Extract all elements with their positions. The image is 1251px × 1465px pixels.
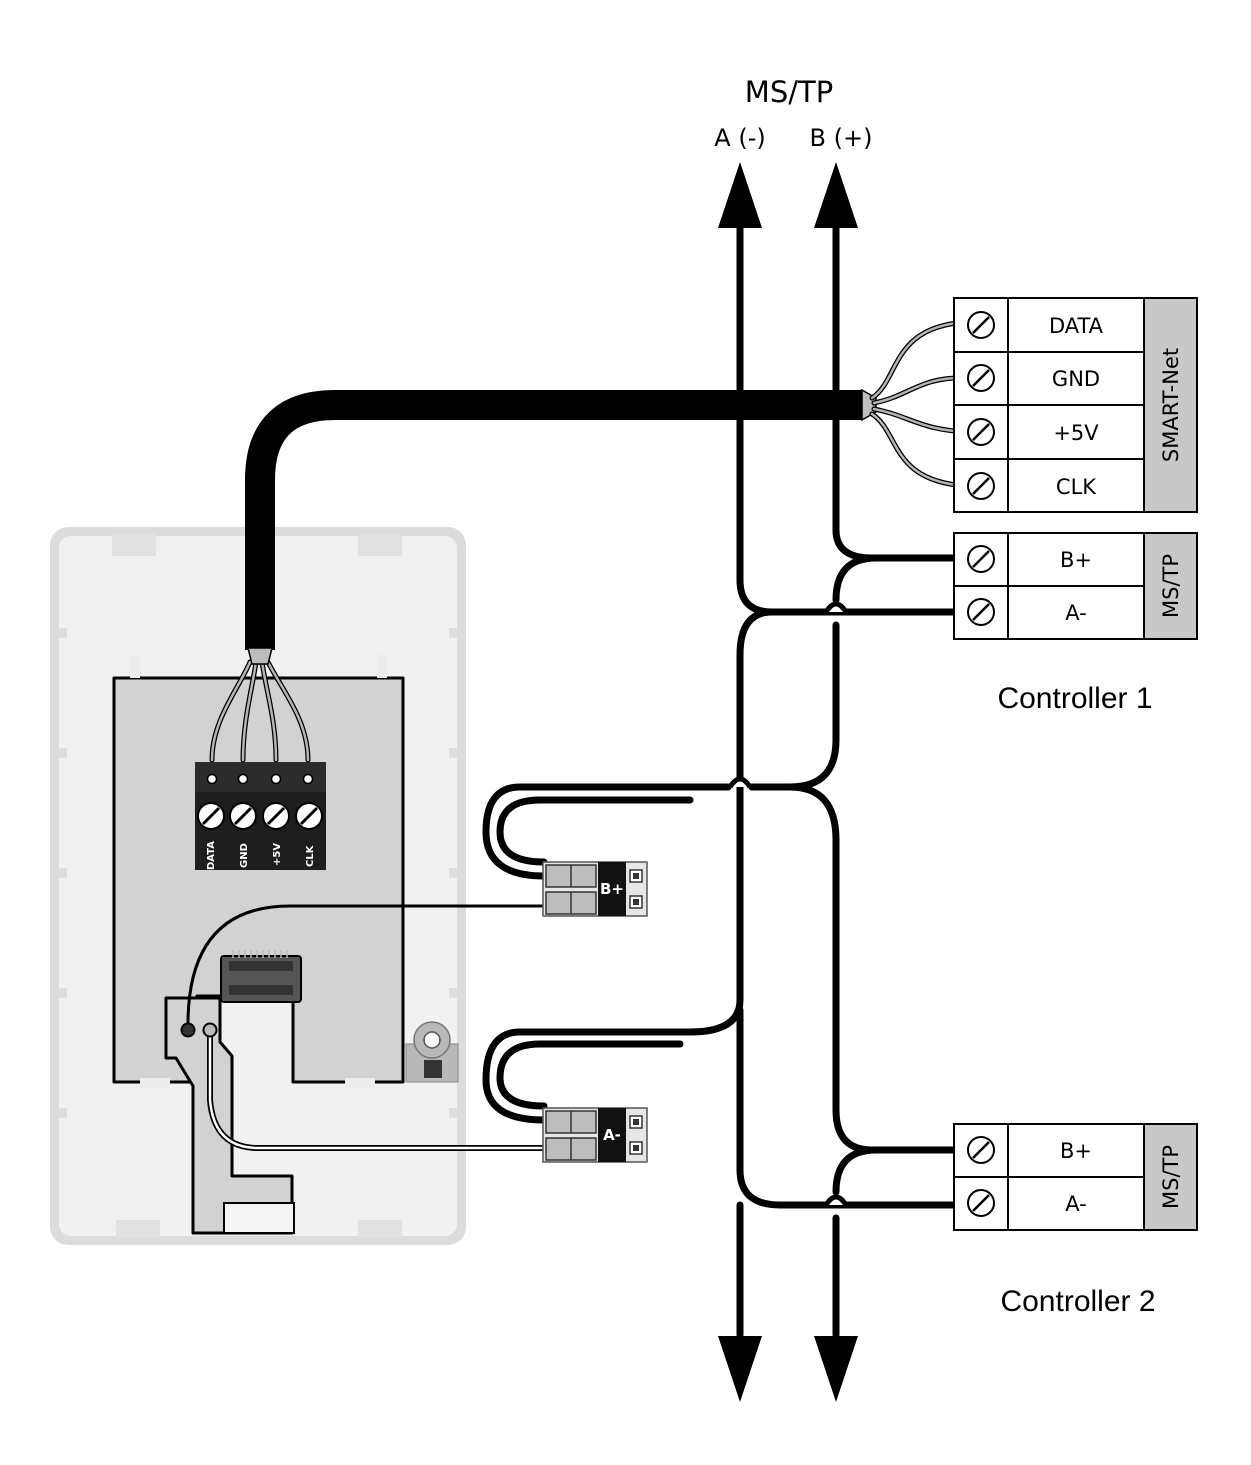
device-label-data: DATA bbox=[206, 841, 217, 870]
controller2-screw-icon bbox=[967, 1136, 995, 1217]
controller1-name: Controller 1 bbox=[997, 682, 1152, 715]
bus-wire-a bbox=[482, 162, 960, 1402]
connector-b-label: B+ bbox=[600, 880, 624, 898]
smartnet-terminal-block: DATA GND +5V CLK SMART-Net bbox=[953, 297, 1198, 513]
controller1-screw-icon bbox=[967, 545, 995, 626]
bus-label-a: A (-) bbox=[714, 124, 765, 152]
arrow-b-up bbox=[814, 162, 858, 228]
device-connector-a: A- bbox=[542, 1107, 648, 1163]
device-cable-fanout bbox=[209, 659, 311, 763]
connector-a-label: A- bbox=[603, 1126, 621, 1144]
controller2-terminal-block: B+ A- MS/TP bbox=[953, 1123, 1198, 1231]
device-label-clk: CLK bbox=[305, 844, 316, 867]
device-label-gnd: GND bbox=[239, 843, 250, 868]
arrow-a-up bbox=[718, 162, 762, 228]
device-label-5v: +5V bbox=[272, 843, 283, 866]
smartnet-terminal-5v: +5V bbox=[1053, 421, 1099, 445]
device-bus-leads bbox=[180, 904, 544, 1151]
controller1-terminal-b: B+ bbox=[1060, 548, 1092, 572]
controller1-terminal-block: B+ A- MS/TP bbox=[953, 532, 1198, 640]
device-terminal-block: DATA GND +5V CLK bbox=[195, 762, 326, 870]
device-terminal-screws bbox=[197, 802, 323, 830]
ribbon-connector bbox=[220, 950, 302, 1003]
bus-title: MS/TP bbox=[745, 75, 833, 109]
controller2-terminal-b: B+ bbox=[1060, 1139, 1092, 1163]
smartnet-terminal-clk: CLK bbox=[1056, 475, 1097, 499]
device-panel bbox=[112, 655, 405, 1235]
bus-wire-b bbox=[482, 162, 960, 1402]
arrow-b-down bbox=[814, 1336, 858, 1402]
controller1-group-label: MS/TP bbox=[1159, 554, 1183, 618]
smartnet-group-label: SMART-Net bbox=[1159, 348, 1183, 462]
smartnet-terminal-gnd: GND bbox=[1052, 367, 1100, 391]
bus-label-b: B (+) bbox=[810, 124, 873, 152]
mounting-tab bbox=[405, 1021, 459, 1083]
controller2-terminal-a: A- bbox=[1065, 1192, 1086, 1216]
smartnet-screw-icon bbox=[967, 311, 995, 500]
device-connector-b: B+ bbox=[542, 861, 648, 917]
controller2-group-label: MS/TP bbox=[1159, 1145, 1183, 1209]
controller2-name: Controller 2 bbox=[1000, 1285, 1155, 1318]
smartnet-terminal-data: DATA bbox=[1049, 314, 1104, 338]
arrow-a-down bbox=[718, 1336, 762, 1402]
controller1-terminal-a: A- bbox=[1065, 601, 1086, 625]
